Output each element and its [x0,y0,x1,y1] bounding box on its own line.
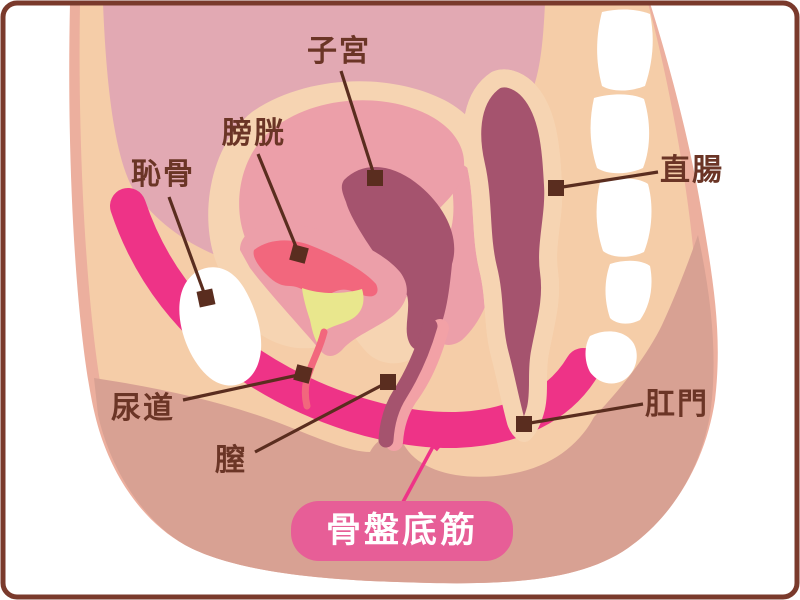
lead-line-pubic-bone [167,196,208,299]
marker-uterus [367,170,383,186]
lead-line-rectum [555,170,659,190]
label-bladder: 膀胱 [222,116,286,151]
label-uterus: 子宮 [307,34,371,69]
marker-urethra [293,364,313,384]
bladder-urine [302,288,364,344]
callout-line-pelvic-floor [401,440,438,503]
spine-vertebra-2 [590,94,650,174]
lead-line-anus [523,402,644,426]
coccyx-shape [585,331,637,384]
pelvic-floor-callout: 骨盤底筋 [291,501,513,561]
marker-anus [516,416,532,432]
label-rectum: 直腸 [660,153,724,188]
marker-bladder [289,244,309,264]
marker-vagina [380,374,396,390]
bladder-mucosa [253,240,378,297]
label-vagina: 膣 [215,443,247,478]
label-urethra: 尿道 [111,391,175,426]
spine-vertebra-4 [605,260,652,324]
lead-line-bladder [256,153,301,255]
lead-line-uterus [339,70,377,179]
spine-vertebra-1 [597,9,653,91]
spine-vertebra-3 [596,178,652,257]
vagina-lining [385,319,449,451]
marker-rectum [548,180,564,196]
lower-body-region [94,235,714,584]
uterus-cavity [341,167,455,351]
label-pubic-bone: 恥骨 [131,157,195,192]
marker-pelvic-floor [424,428,448,452]
label-anus: 肛門 [645,387,709,422]
lead-line-urethra [182,372,304,402]
marker-pubic-bone [196,288,216,308]
lead-line-vagina [254,380,389,454]
vagina-channel [378,318,438,448]
